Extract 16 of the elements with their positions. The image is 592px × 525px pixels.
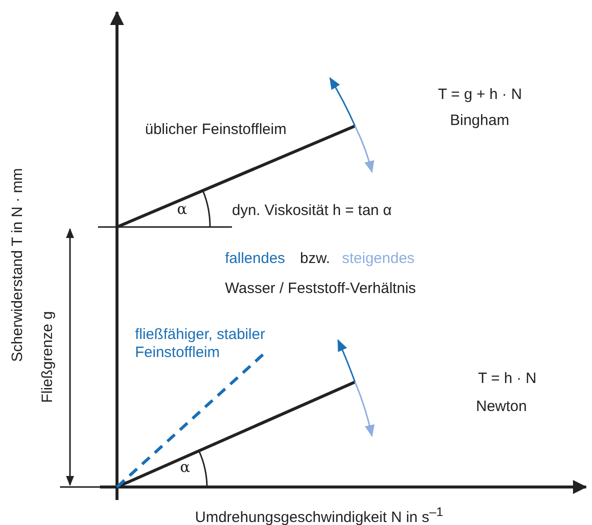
curve-label: üblicher Feinstoffleim	[145, 121, 286, 139]
dimension-label: Fließgrenze g	[38, 311, 57, 403]
angle-label: α	[180, 458, 190, 476]
model-name: Newton	[476, 398, 527, 416]
model-name: Bingham	[450, 112, 510, 130]
angle-label: α	[177, 200, 188, 218]
legend-text: fallendes	[225, 250, 286, 268]
axis-title: Umdrehungsgeschwindigkeit N in s$^{–1}$	[195, 504, 444, 525]
legend-text: bzw.	[300, 250, 330, 268]
legend-text: Wasser / Feststoff-Verhältnis	[225, 280, 416, 298]
axis-title: Scherwiderstand T in N · mm	[8, 168, 27, 362]
formula: T = g + h · N	[438, 86, 522, 104]
legend-text: steigendes	[342, 250, 415, 268]
formula: dyn. Viskosität h = tan α	[232, 202, 392, 220]
formula: T = h · N	[478, 370, 536, 388]
curve-label: fließfähiger, stabiler Feinstoffleim	[135, 326, 266, 362]
